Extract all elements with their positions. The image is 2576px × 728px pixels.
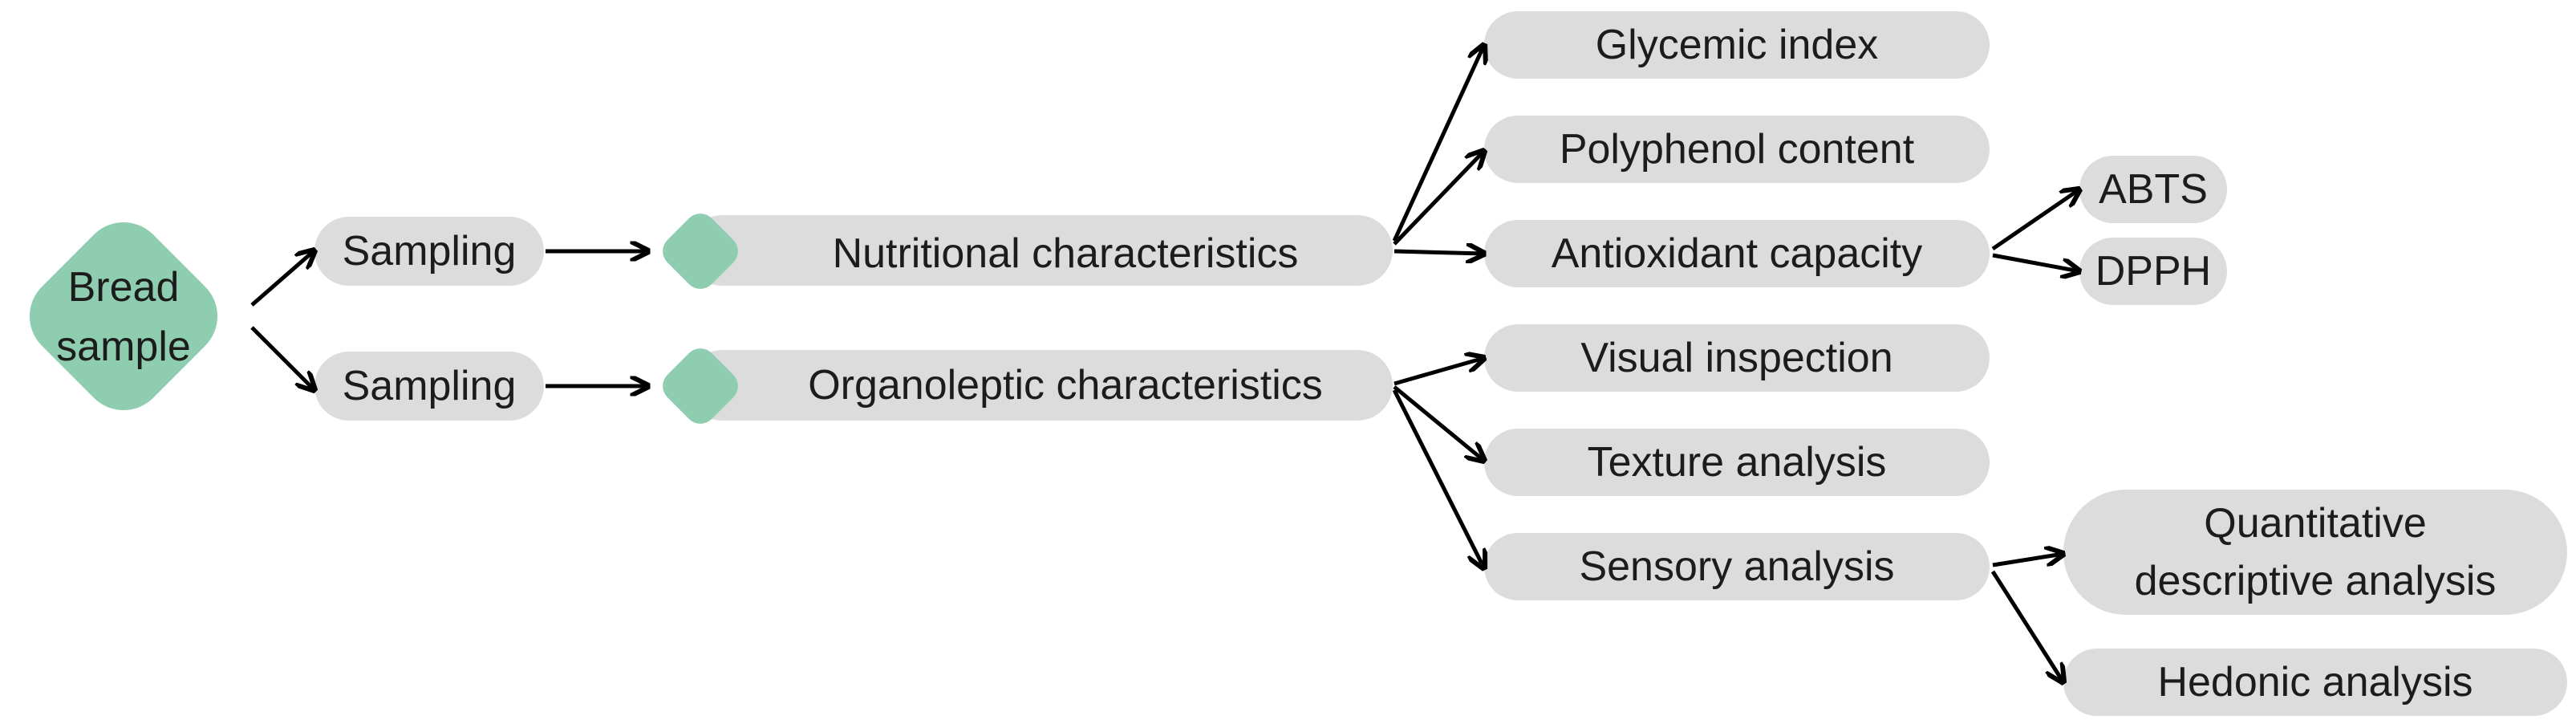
sampling-label-bottom: Sampling — [343, 363, 517, 409]
qda-label-line1: Quantitative — [2204, 500, 2427, 547]
texture-analysis-label: Texture analysis — [1588, 439, 1887, 486]
bread-sample-node: Bread sample — [29, 222, 218, 411]
organoleptic-diamond-tab — [663, 348, 738, 424]
arrow-root-to-sampling-bottom — [250, 326, 314, 390]
hedonic-analysis-label: Hedonic analysis — [2157, 659, 2473, 706]
nutritional-characteristics-label: Nutritional characteristics — [833, 230, 1299, 277]
abts-label: ABTS — [2099, 166, 2208, 213]
arrow-sensory-to-qda — [1992, 554, 2063, 567]
dpph-label: DPPH — [2095, 248, 2211, 295]
dpph-node: DPPH — [2079, 238, 2227, 305]
sampling-label-top: Sampling — [343, 228, 517, 275]
arrow-nutritional-to-glycemic — [1392, 45, 1484, 242]
bread-sample-diamond — [29, 222, 218, 411]
organoleptic-characteristics-node: Organoleptic characteristics — [663, 348, 1393, 424]
antioxidant-capacity-node: Antioxidant capacity — [1484, 220, 1990, 287]
arrow-nutritional-to-polyphenol — [1393, 151, 1484, 246]
hedonic-analysis-node: Hedonic analysis — [2063, 649, 2567, 716]
polyphenol-content-label: Polyphenol content — [1560, 126, 1915, 173]
polyphenol-content-node: Polyphenol content — [1484, 116, 1990, 183]
visual-inspection-label: Visual inspection — [1580, 335, 1892, 381]
arrow-nutritional-to-antioxidant — [1393, 251, 1484, 254]
arrow-root-to-sampling-top — [250, 250, 314, 307]
nutritional-diamond-tab — [663, 214, 738, 289]
organoleptic-characteristics-label: Organoleptic characteristics — [808, 362, 1323, 409]
sampling-node-top: Sampling — [314, 217, 544, 286]
qda-label-line2: descriptive analysis — [2135, 558, 2497, 604]
quantitative-descriptive-analysis-node: Quantitative descriptive analysis — [2063, 490, 2567, 615]
antioxidant-capacity-label: Antioxidant capacity — [1552, 230, 1923, 277]
sampling-node-bottom: Sampling — [314, 352, 544, 421]
texture-analysis-node: Texture analysis — [1484, 429, 1990, 496]
glycemic-index-label: Glycemic index — [1596, 22, 1879, 68]
arrow-antioxidant-to-dpph — [1992, 253, 2079, 271]
arrow-antioxidant-to-abts — [1991, 189, 2079, 251]
arrow-organoleptic-to-sensory — [1392, 388, 1484, 568]
abts-node: ABTS — [2079, 156, 2227, 223]
arrow-sensory-to-hedonic — [1990, 570, 2063, 682]
visual-inspection-node: Visual inspection — [1484, 324, 1990, 392]
glycemic-index-node: Glycemic index — [1484, 11, 1990, 79]
connector-arrows — [250, 45, 2079, 682]
nutritional-characteristics-node: Nutritional characteristics — [663, 214, 1393, 289]
sensory-analysis-label: Sensory analysis — [1579, 543, 1894, 590]
arrow-organoleptic-to-texture — [1393, 385, 1484, 461]
sensory-analysis-node: Sensory analysis — [1484, 533, 1990, 600]
bread-sample-label-line1: Bread — [68, 264, 180, 311]
arrow-organoleptic-to-visual — [1393, 358, 1484, 386]
bread-sample-label-line2: sample — [56, 323, 191, 370]
